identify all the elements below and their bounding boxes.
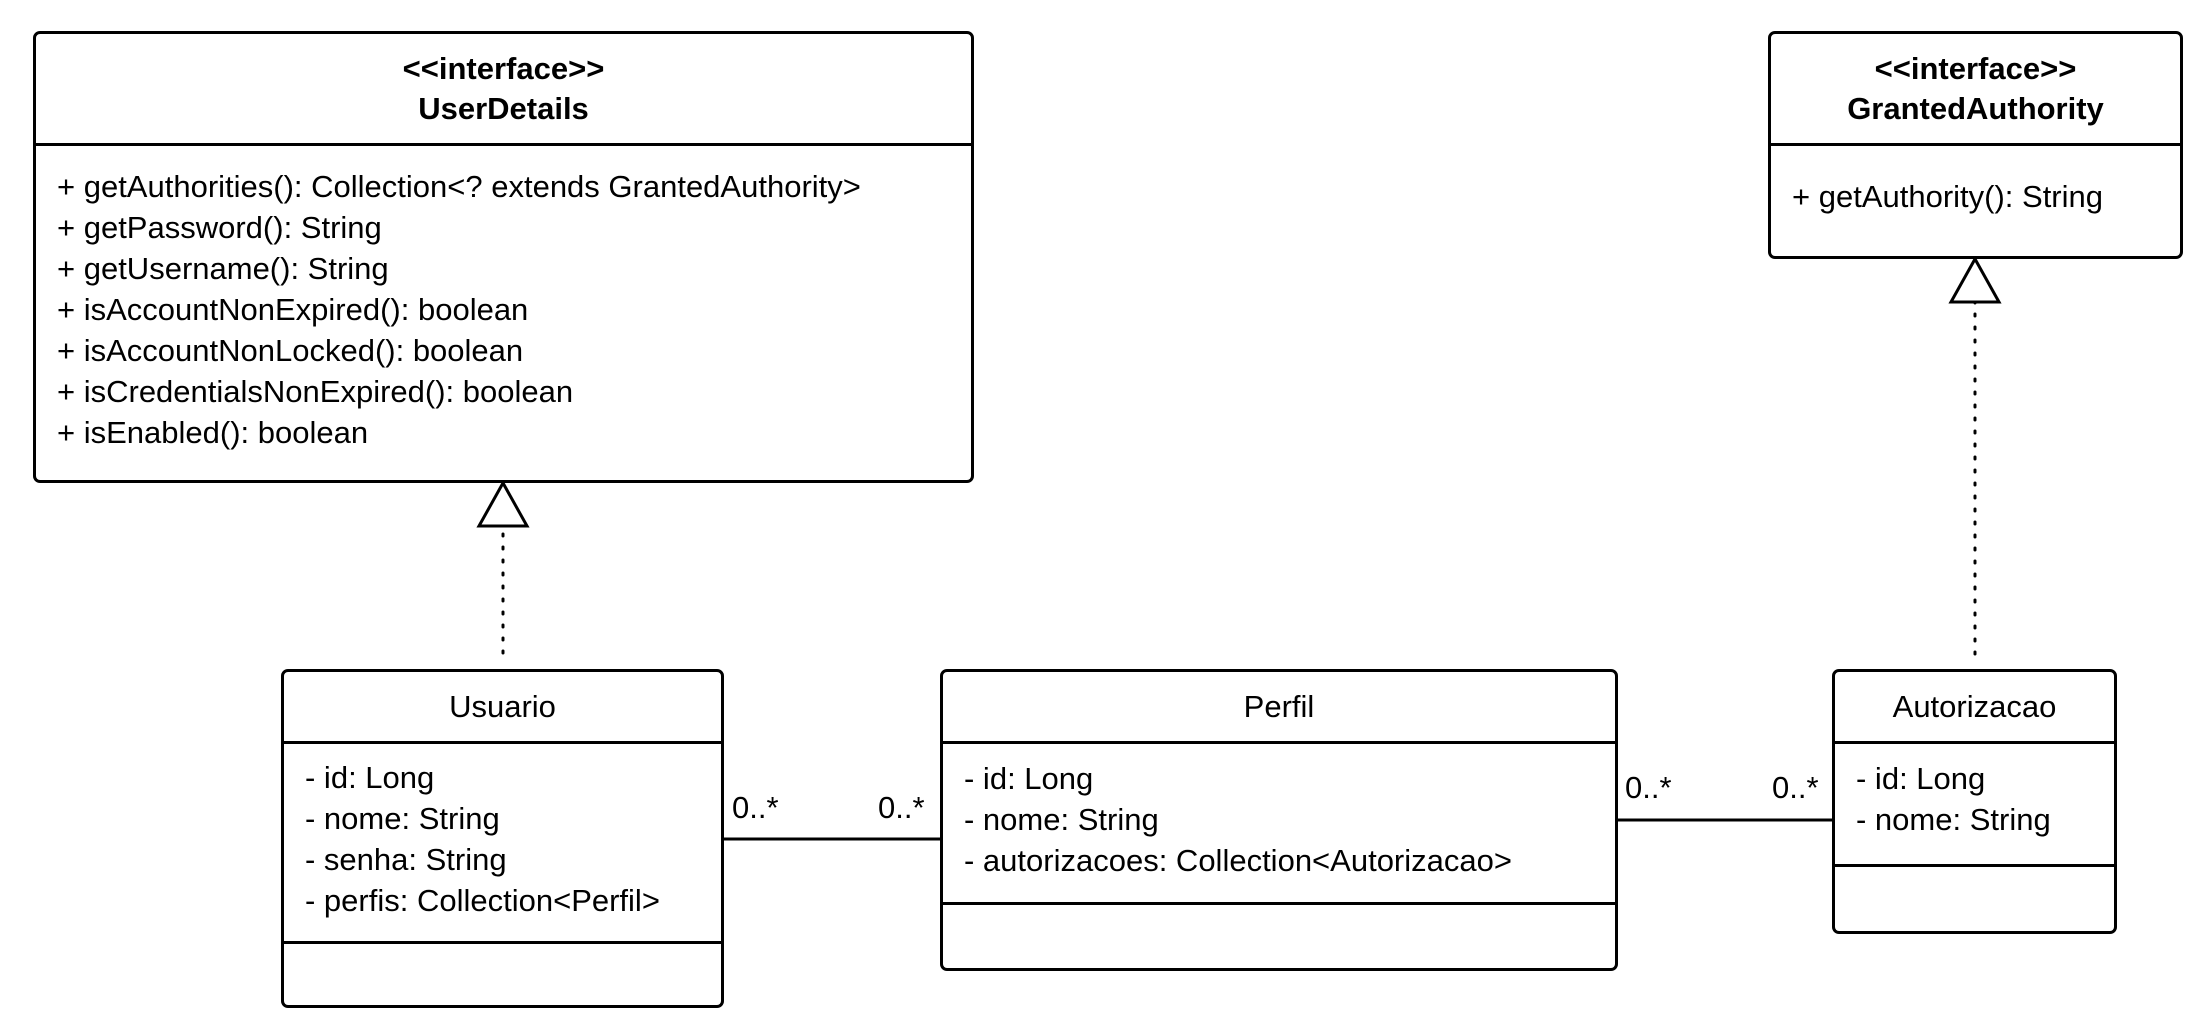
class-usuario[interactable]: Usuario - id: Long - nome: String - senh…: [281, 669, 724, 1008]
class-autorizacao-header: Autorizacao: [1835, 672, 2114, 744]
attribute: - nome: String: [305, 801, 500, 836]
class-grantedauthority-stereotype: <<interface>>: [1874, 50, 2077, 86]
class-perfil[interactable]: Perfil - id: Long - nome: String - autor…: [940, 669, 1618, 971]
attribute: - id: Long: [305, 760, 435, 795]
class-userdetails-header: <<interface>> UserDetails: [36, 34, 971, 146]
operation: + getUsername(): String: [57, 251, 389, 286]
operation: + getPassword(): String: [57, 210, 382, 245]
attribute: - autorizacoes: Collection<Autorizacao>: [964, 843, 1512, 878]
class-userdetails-name: UserDetails: [418, 90, 589, 126]
class-usuario-attributes: - id: Long - nome: String - senha: Strin…: [284, 744, 721, 944]
class-perfil-header: Perfil: [943, 672, 1615, 744]
class-grantedauthority[interactable]: <<interface>> GrantedAuthority + getAuth…: [1768, 31, 2183, 259]
multiplicity-perfil-start: 0..*: [1625, 770, 1672, 805]
attribute: - id: Long: [964, 761, 1094, 796]
class-grantedauthority-header: <<interface>> GrantedAuthority: [1771, 34, 2180, 146]
class-userdetails-operations: + getAuthorities(): Collection<? extends…: [36, 146, 971, 453]
class-perfil-attributes: - id: Long - nome: String - autorizacoes…: [943, 744, 1615, 905]
class-userdetails-stereotype: <<interface>>: [402, 50, 605, 86]
realization-autorizacao-grantedauthority-arrowhead: [1948, 255, 2002, 304]
operation: + isAccountNonExpired(): boolean: [57, 292, 529, 327]
class-grantedauthority-operations: + getAuthority(): String: [1771, 146, 2180, 217]
class-autorizacao[interactable]: Autorizacao - id: Long - nome: String: [1832, 669, 2117, 934]
operation: + isEnabled(): boolean: [57, 415, 369, 450]
class-usuario-header: Usuario: [284, 672, 721, 744]
realization-usuario-userdetails-arrowhead: [476, 479, 530, 528]
multiplicity-usuario-end: 0..*: [732, 790, 779, 825]
multiplicity-autorizacao-end: 0..*: [1772, 770, 1819, 805]
attribute: - senha: String: [305, 842, 507, 877]
class-perfil-name: Perfil: [1243, 688, 1315, 724]
operation: + isCredentialsNonExpired(): boolean: [57, 374, 574, 409]
operation: + getAuthority(): String: [1792, 179, 2103, 214]
class-autorizacao-attributes: - id: Long - nome: String: [1835, 744, 2114, 867]
attribute: - nome: String: [1856, 802, 2051, 837]
operation: + isAccountNonLocked(): boolean: [57, 333, 524, 368]
operation: + getAuthorities(): Collection<? extends…: [57, 169, 861, 204]
class-perfil-operations: [943, 905, 1615, 968]
class-userdetails[interactable]: <<interface>> UserDetails + getAuthoriti…: [33, 31, 974, 483]
multiplicity-perfil-end: 0..*: [878, 790, 925, 825]
attribute: - id: Long: [1856, 761, 1986, 796]
class-grantedauthority-name: GrantedAuthority: [1847, 90, 2104, 126]
class-usuario-operations: [284, 944, 721, 1005]
class-usuario-name: Usuario: [449, 688, 556, 724]
attribute: - perfis: Collection<Perfil>: [305, 883, 660, 918]
class-autorizacao-operations: [1835, 867, 2114, 931]
class-autorizacao-name: Autorizacao: [1892, 688, 2057, 724]
attribute: - nome: String: [964, 802, 1159, 837]
